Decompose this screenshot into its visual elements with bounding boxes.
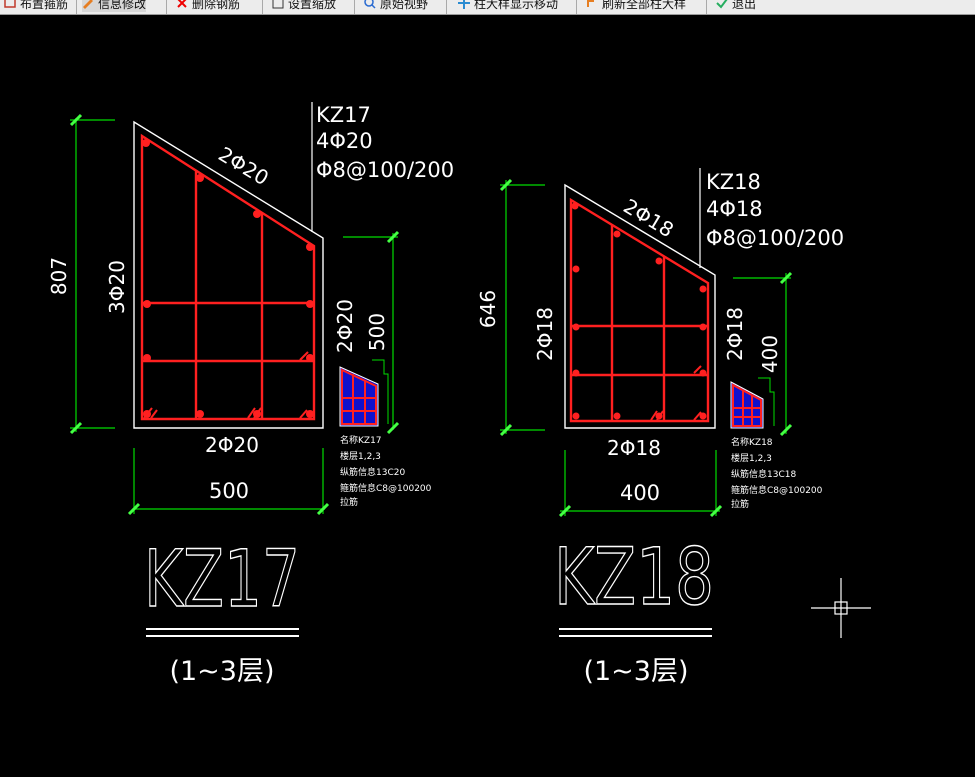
crosshair-cursor-icon xyxy=(811,578,871,638)
exit-check-icon xyxy=(716,0,728,9)
toolbar-divider xyxy=(354,0,355,14)
kz18-callout-name: KZ18 xyxy=(706,170,761,194)
tb-original-view-button[interactable]: 原始视野 xyxy=(364,0,428,12)
kz18-bottom-bars-label: 2Φ18 xyxy=(607,436,661,460)
cad-drawing-canvas[interactable]: KZ17 4Φ20 Φ8@100/200 2Φ20 3Φ20 2Φ20 2Φ20… xyxy=(0,15,975,777)
tb-label: 刷新全部柱大样 xyxy=(602,0,687,11)
kz17-rebar-bars xyxy=(142,139,314,418)
kz17-thumbnail xyxy=(339,359,389,427)
kz18-callout-stirrup: Φ8@100/200 xyxy=(706,226,844,250)
rebar-icon xyxy=(4,0,16,9)
kz18-info-floors: 楼层1,2,3 xyxy=(731,452,772,464)
kz17-dimension-ticks xyxy=(69,113,400,516)
kz18-info-longitudinal: 纵筋信息13C18 xyxy=(731,468,796,480)
kz18-section-outline xyxy=(564,183,716,429)
delete-x-icon xyxy=(176,0,188,9)
toolbar: 布置箍筋 信息修改 删除钢筋 设置缩放 原始视野 柱大样显示移动 刷新全部柱大样… xyxy=(0,0,975,15)
kz18-callout-corner-bars: 4Φ18 xyxy=(706,197,763,221)
zoom-icon xyxy=(272,0,284,9)
kz18-thumbnail xyxy=(730,377,775,429)
kz18-width-dimension: 400 xyxy=(620,481,660,505)
kz18-left-bars-label: 2Φ18 xyxy=(533,307,557,361)
move-icon xyxy=(458,0,470,9)
original-view-icon xyxy=(364,0,376,9)
tb-label: 柱大样显示移动 xyxy=(474,0,559,11)
kz17-info-block: 名称KZ17 楼层1,2,3 纵筋信息13C20 箍筋信息C8@100200 拉… xyxy=(340,434,432,508)
kz17-info-name: 名称KZ17 xyxy=(340,434,382,446)
kz17-right-bars-label: 2Φ20 xyxy=(333,299,357,353)
kz17-left-bars-label: 3Φ20 xyxy=(105,260,129,314)
kz17-section-outline xyxy=(133,120,324,429)
kz18-right-dimension: 400 xyxy=(758,335,782,373)
kz17-info-longitudinal: 纵筋信息13C20 xyxy=(340,466,405,478)
kz18-big-title: KZ18 xyxy=(554,533,714,623)
kz18-floors-label: (1~3层) xyxy=(583,656,688,687)
kz18-right-bars-label: 2Φ18 xyxy=(723,307,747,361)
column-detail-kz17: KZ17 4Φ20 Φ8@100/200 2Φ20 3Φ20 2Φ20 2Φ20… xyxy=(47,102,454,687)
kz17-info-tie: 拉筋 xyxy=(340,496,358,508)
kz17-width-dimension: 500 xyxy=(209,479,249,503)
kz17-top-bars-label: 2Φ20 xyxy=(214,142,273,190)
kz18-dimension-ticks xyxy=(499,178,793,518)
kz18-hooks xyxy=(650,365,702,421)
kz17-info-stirrup: 箍筋信息C8@100200 xyxy=(340,482,432,494)
tb-move-detail-button[interactable]: 柱大样显示移动 xyxy=(458,0,558,12)
refresh-icon xyxy=(586,0,598,9)
tb-label: 原始视野 xyxy=(380,0,429,11)
toolbar-divider xyxy=(166,0,167,14)
tb-exit-button[interactable]: 退出 xyxy=(716,0,756,12)
kz18-info-stirrup: 箍筋信息C8@100200 xyxy=(731,484,823,496)
kz17-right-dimension: 500 xyxy=(365,313,389,351)
kz17-callout-name: KZ17 xyxy=(316,103,371,127)
tb-refresh-all-button[interactable]: 刷新全部柱大样 xyxy=(586,0,686,12)
tb-label: 布置箍筋 xyxy=(20,0,69,11)
toolbar-divider xyxy=(76,0,77,14)
tb-delete-rebar-button[interactable]: 删除钢筋 xyxy=(176,0,240,12)
tb-label: 删除钢筋 xyxy=(192,0,241,11)
kz17-bottom-bars-label: 2Φ20 xyxy=(205,433,259,457)
kz18-info-name: 名称KZ18 xyxy=(731,436,773,448)
kz18-rebar-cage xyxy=(569,197,710,423)
tb-label: 设置缩放 xyxy=(288,0,337,11)
tb-label: 退出 xyxy=(732,0,757,11)
toolbar-divider xyxy=(262,0,263,14)
toolbar-divider xyxy=(706,0,707,14)
edit-info-icon xyxy=(82,0,94,9)
toolbar-divider xyxy=(446,0,447,14)
kz18-dimension-lines xyxy=(500,180,791,516)
tb-label: 信息修改 xyxy=(98,0,147,11)
kz17-floors-label: (1~3层) xyxy=(169,656,274,687)
kz17-callout-corner-bars: 4Φ20 xyxy=(316,129,373,153)
kz17-rebar-cage xyxy=(140,133,316,421)
tb-zoom-button[interactable]: 设置缩放 xyxy=(272,0,336,12)
kz18-height-dimension: 646 xyxy=(476,290,500,328)
tb-place-stirrup-button[interactable]: 布置箍筋 xyxy=(4,0,68,12)
kz17-big-title: KZ17 xyxy=(144,535,300,625)
kz18-info-tie: 拉筋 xyxy=(731,498,749,510)
kz17-info-floors: 楼层1,2,3 xyxy=(340,450,381,462)
kz18-rebar-bars xyxy=(571,202,707,420)
kz17-callout-stirrup: Φ8@100/200 xyxy=(316,158,454,182)
tb-edit-info-button[interactable]: 信息修改 xyxy=(82,0,147,12)
kz17-hooks xyxy=(143,351,309,419)
kz18-info-block: 名称KZ18 楼层1,2,3 纵筋信息13C18 箍筋信息C8@100200 拉… xyxy=(731,436,823,510)
toolbar-divider xyxy=(576,0,577,14)
kz17-height-dimension: 807 xyxy=(47,257,71,295)
column-detail-kz18: KZ18 4Φ18 Φ8@100/200 2Φ18 2Φ18 2Φ18 2Φ18… xyxy=(476,168,844,687)
